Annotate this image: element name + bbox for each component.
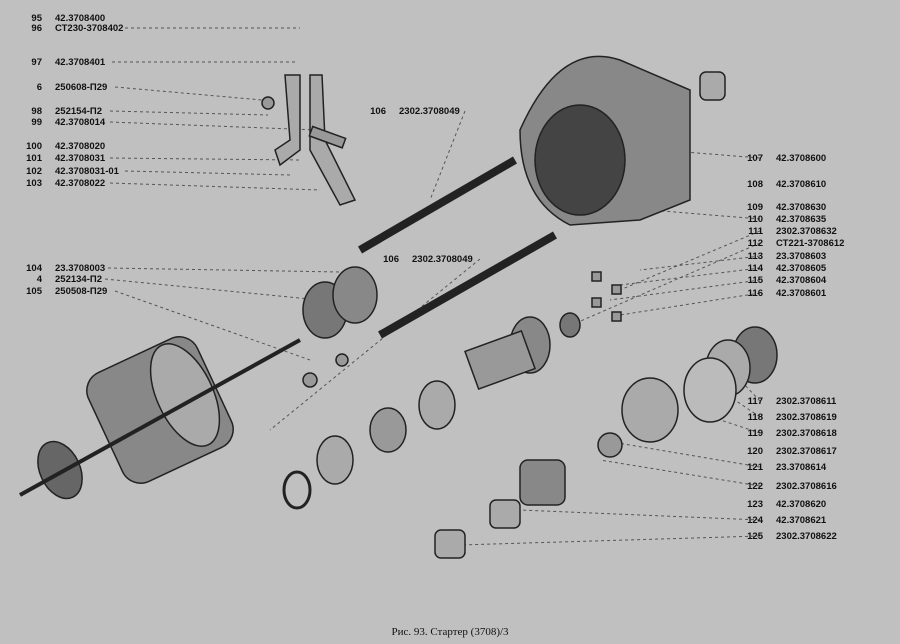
parts	[19, 55, 778, 559]
part-code: 2302.3708617	[776, 446, 837, 457]
part-code: 2302.3708049	[399, 106, 460, 117]
part-code: 23.3708603	[776, 251, 827, 262]
part-number: 119	[747, 428, 763, 439]
part-code: 42.3708604	[776, 275, 827, 286]
part-code: 2302.3708616	[776, 481, 837, 492]
part-number: 102	[26, 166, 42, 177]
part-number: 98	[31, 106, 42, 117]
part-number: 124	[747, 515, 763, 526]
part-code: 42.3708031	[55, 153, 106, 164]
part-number: 121	[747, 462, 763, 473]
part-number: 113	[747, 251, 763, 262]
part-code: 42.3708020	[55, 141, 106, 152]
part-number: 99	[31, 117, 42, 128]
part-code: 2302.3708611	[776, 396, 837, 407]
part-code: 23.3708003	[55, 263, 106, 274]
part-number: 114	[747, 263, 763, 274]
part-number: 109	[747, 202, 763, 213]
part-number: 120	[747, 446, 763, 457]
part-code: 2302.3708622	[776, 531, 837, 542]
part-number: 97	[31, 57, 42, 68]
part-number: 104	[26, 263, 42, 274]
part-number: 105	[26, 286, 42, 297]
part-code: 23.3708614	[776, 462, 827, 473]
part-code: 42.3708610	[776, 179, 827, 190]
part-number: 100	[26, 141, 42, 152]
part-code: 42.3708401	[55, 57, 106, 68]
part-code: СТ221-3708612	[776, 238, 845, 249]
part-number: 110	[747, 214, 763, 225]
part-code: 250608-П29	[55, 82, 108, 93]
part-number: 123	[747, 499, 763, 510]
part-code: СТ230-3708402	[55, 23, 124, 34]
part-number: 95	[31, 13, 42, 24]
part-code: 250508-П29	[55, 286, 108, 297]
part-code: 42.3708635	[776, 214, 827, 225]
part-code: 42.3708022	[55, 178, 106, 189]
part-number: 111	[748, 226, 763, 237]
part-number: 6	[36, 82, 42, 93]
part-number: 106	[383, 254, 399, 265]
part-code: 42.3708620	[776, 499, 827, 510]
part-number: 103	[26, 178, 42, 189]
part-code: 42.3708600	[776, 153, 827, 164]
part-code: 2302.3708619	[776, 412, 837, 423]
part-code: 42.3708630	[776, 202, 827, 213]
part-code: 42.3708605	[776, 263, 827, 274]
part-number: 107	[747, 153, 763, 164]
part-code: 42.3708621	[776, 515, 827, 526]
part-number: 117	[747, 396, 763, 407]
part-number: 115	[747, 275, 763, 286]
part-number: 118	[747, 412, 763, 423]
part-number: 106	[370, 106, 386, 117]
part-number: 101	[26, 153, 42, 164]
part-number: 112	[747, 238, 763, 249]
part-code: 42.3708601	[776, 288, 827, 299]
part-code: 252134-П2	[55, 274, 102, 285]
part-code: 42.3708014	[55, 117, 106, 128]
part-code: 2302.3708049	[412, 254, 473, 265]
part-code: 42.3708031-01	[55, 166, 119, 177]
part-number: 116	[747, 288, 763, 299]
part-number: 125	[747, 531, 763, 542]
part-code: 252154-П2	[55, 106, 102, 117]
part-number: 96	[31, 23, 42, 34]
figure-caption: Рис. 93. Стартер (3708)/3	[391, 626, 509, 638]
part-number: 4	[36, 274, 42, 285]
part-number: 122	[747, 481, 763, 492]
part-code: 42.3708400	[55, 13, 106, 24]
part-code: 2302.3708632	[776, 226, 837, 237]
part-number: 108	[747, 179, 763, 190]
part-code: 2302.3708618	[776, 428, 837, 439]
